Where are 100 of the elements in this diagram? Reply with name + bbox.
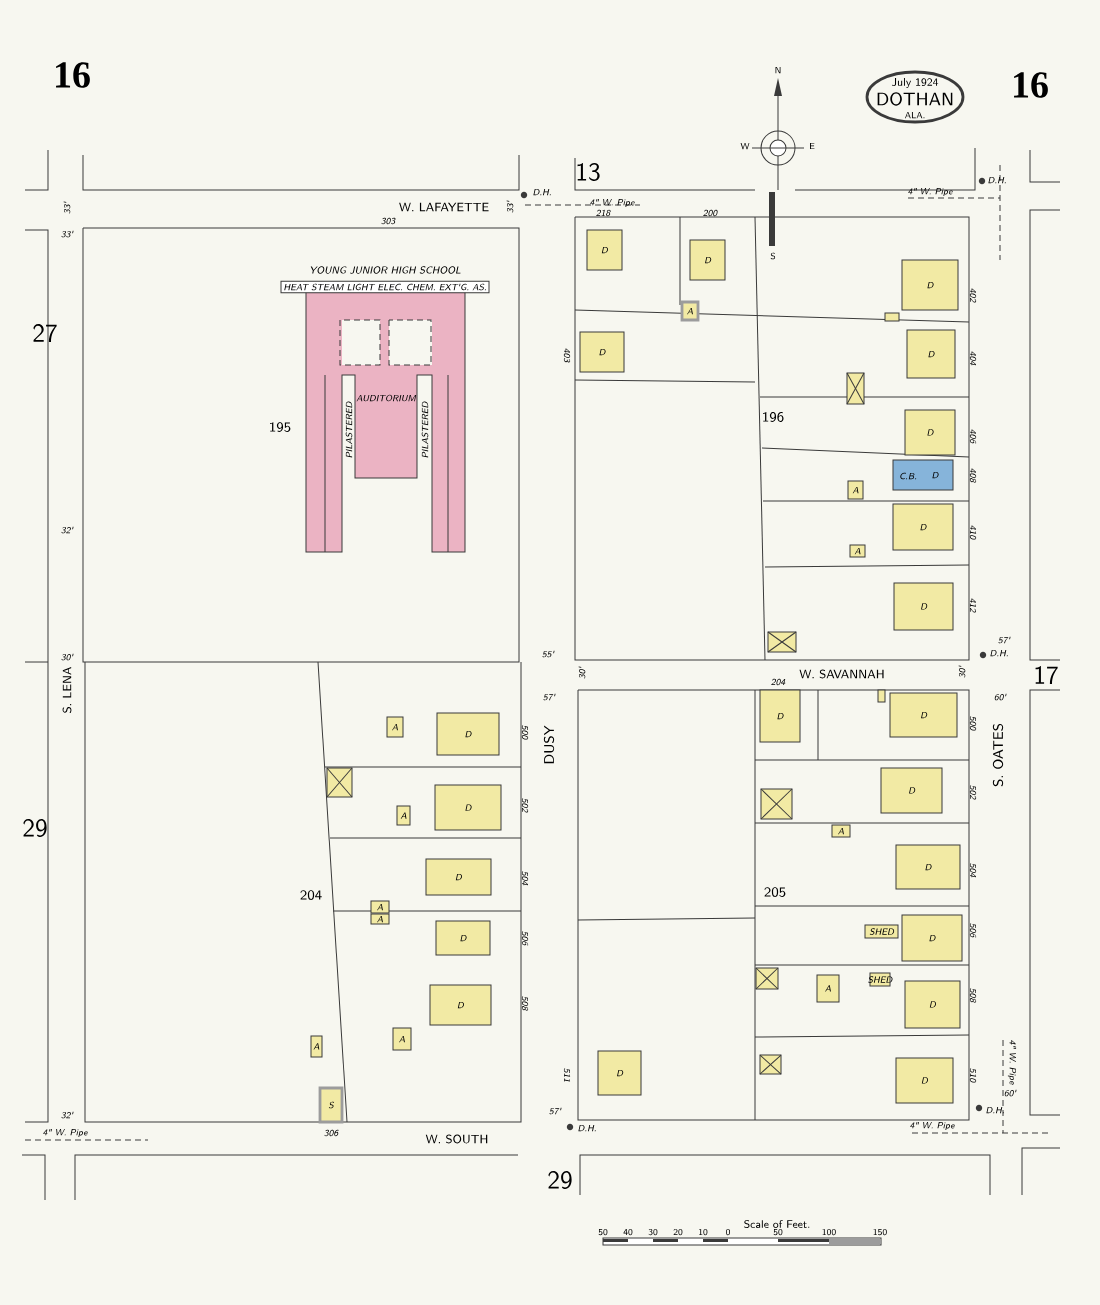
block-number: 204 [300,890,322,900]
house-number: 508 [521,996,529,1011]
hydrant-label: D.H. [988,176,1006,184]
street-width: 57' [549,1107,562,1115]
building-label: A [838,827,844,835]
building-label: A [687,307,693,315]
house-number: 508 [969,988,977,1003]
compass-letter: S [770,252,776,260]
house-number: 506 [969,923,977,938]
building-label: D [920,523,927,531]
building-label: D [927,281,934,289]
street-width: 60' [994,693,1007,701]
building-label: SHED [868,976,893,983]
house-number: 404 [969,351,977,366]
compass-letter: E [810,142,815,150]
building-label: C.B. [900,472,917,480]
house-number: 504 [969,863,977,878]
date-label: July 1924 [892,78,939,88]
building-name: YOUNG JUNIOR HIGH SCHOOL [310,266,461,274]
building-label: D [932,471,939,479]
pipe-label: 4" W. Pipe [43,1128,88,1138]
building-label: AUDITORIUM [356,394,417,402]
house-number: 511 [563,1068,571,1082]
street-width: 33' [63,201,71,214]
building-note: PILASTERED [421,401,429,458]
building-label: D [601,246,609,254]
scale-title: Scale of Feet. [744,1219,810,1229]
house-number: 306 [324,1129,339,1137]
street-width: 32' [61,1111,74,1119]
building-label: D [705,256,712,264]
building-label: A [852,486,859,494]
building-label: D [599,348,606,356]
scale-tick-label: 0 [726,1228,730,1236]
building-label: D [909,787,916,794]
building-label: S [328,1101,335,1109]
street-name: W. SOUTH [425,1134,488,1144]
block-number: 196 [763,412,784,422]
scale-tick-label: 40 [623,1228,633,1236]
hydrant-label: D.H. [990,649,1008,657]
building-label: D [460,934,467,942]
sheet-number: 27 [33,324,57,342]
building-label: A [377,903,383,911]
building-label: D [617,1069,624,1077]
building-label: D [921,1077,929,1084]
building-note: PILASTERED [345,401,353,458]
building-label: D [921,711,928,719]
house-number: 218 [596,209,611,217]
hydrant-label: D.H. [578,1124,596,1132]
building-label: SHED [869,928,895,935]
street-width: 33' [506,200,514,213]
street-width: 55' [542,650,555,658]
street-width: 30' [61,653,74,661]
house-number: 502 [969,785,977,800]
block-number: 205 [764,887,786,897]
street-width: 30' [578,666,586,679]
house-number: 303 [381,217,396,225]
building-label: A [313,1043,320,1050]
building-label: A [400,812,407,819]
page-number: 16 [1014,72,1048,98]
house-number: 412 [969,598,977,613]
street-name: DUSY [543,725,555,764]
street-name: S. LENA [62,666,72,713]
sheet-number: 13 [577,162,600,182]
city-name: DOTHAN [877,92,953,106]
street-name: W. SAVANNAH [799,669,884,679]
house-number: 510 [969,1068,977,1083]
house-number: 403 [563,348,571,363]
house-number: 502 [521,798,529,813]
scale-tick-label: 100 [822,1228,836,1236]
building-note: HEAT STEAM LIGHT ELEC. CHEM. EXT'G. AS. [280,280,490,294]
building-label: D [455,873,463,881]
pipe-label: 4" W. Pipe [910,1121,955,1131]
house-number: 506 [521,931,529,946]
compass-letter: W [740,142,750,150]
building-label: D [928,350,935,358]
pipe-label: 4" W. Pipe [908,187,953,197]
scale-tick-label: 50 [598,1228,608,1236]
building-label: D [929,1001,937,1008]
building-label: D [777,712,784,720]
scale-tick-label: 150 [873,1228,887,1236]
compass-letter: N [775,66,781,74]
hydrant-label: D.H. [986,1106,1004,1114]
house-number: 406 [969,429,977,444]
building-label: D [927,429,934,436]
street-width: 57' [543,693,556,701]
block-number: 195 [270,422,291,432]
scale-tick-label: 30 [648,1228,658,1236]
street-width: 60' [1004,1089,1017,1097]
street-name: W. LAFAYETTE [399,202,489,212]
hydrant-label: D.H. [533,188,551,196]
building-label: D [465,804,472,811]
page-number: 16 [56,62,90,88]
pipe-label: 4" W. Pipe [590,198,635,208]
house-number: 504 [521,871,529,886]
house-number: 500 [521,725,529,740]
building-label: A [377,915,383,923]
building-label: D [925,863,932,871]
street-name: S. OATES [992,723,1004,787]
pipe-label: 4" W. Pipe [1007,1040,1017,1085]
building-label: D [929,934,936,942]
